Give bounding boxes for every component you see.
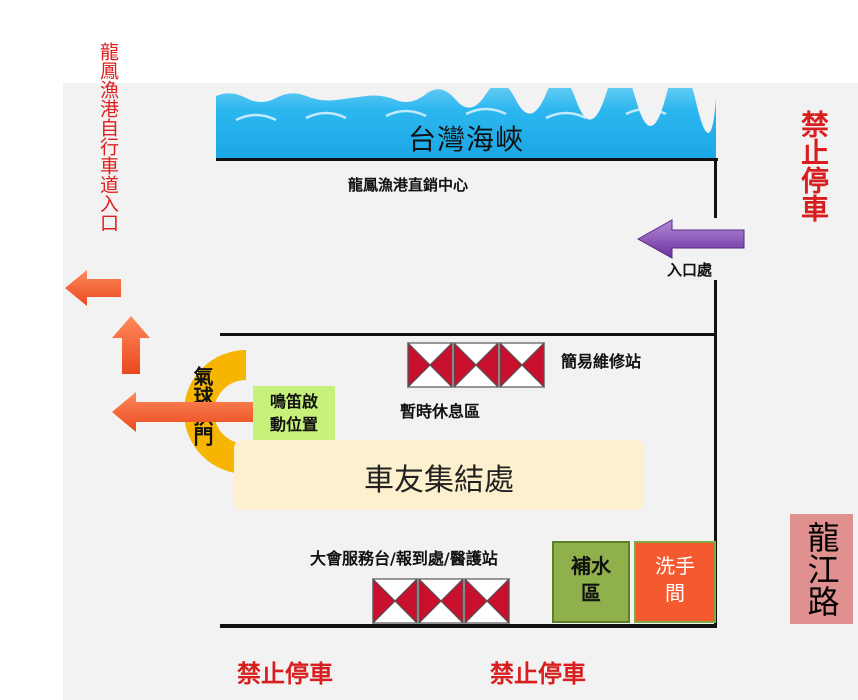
toilet-line-2: 間 — [665, 581, 685, 605]
repair-station-label: 簡易維修站 — [561, 352, 642, 371]
middle-boundary-line — [220, 333, 717, 336]
start-direction-arrow-icon — [112, 392, 256, 432]
rest-area-label: 暫時休息區 — [400, 402, 481, 421]
service-tents-icon — [372, 578, 510, 624]
restroom-label: 洗手 間 — [634, 553, 716, 607]
restroom-box — [634, 541, 716, 623]
gathering-area — [234, 440, 644, 510]
direct-sales-label: 龍鳳漁港直銷中心 — [348, 176, 469, 194]
up-arrow-icon — [112, 316, 150, 374]
no-parking-right-label: 禁止停車 — [797, 110, 830, 222]
bike-path-entry-label: 龍鳳漁港自行車道入口 — [97, 42, 119, 232]
horn-line-1: 鳴笛啟 — [269, 392, 318, 411]
horn-line-2: 動位置 — [269, 415, 318, 434]
no-parking-bottom-right-label: 禁止停車 — [490, 660, 586, 688]
right-boundary-line-upper — [714, 158, 717, 218]
sea-waves — [216, 88, 716, 160]
right-boundary-line-lower — [714, 280, 717, 628]
horn-position-box — [253, 386, 335, 440]
entrance-arrow-icon — [636, 219, 745, 259]
road-name-label: 龍江路 — [802, 521, 841, 617]
service-desk-label: 大會服務台/報到處/醫護站 — [310, 549, 498, 568]
water-line-2: 區 — [581, 581, 601, 605]
water-station-box — [552, 541, 630, 623]
sea-label: 台灣海峽 — [407, 123, 524, 156]
balloon-arch-icon — [184, 350, 246, 474]
bottom-boundary-line — [220, 624, 717, 628]
no-parking-bottom-left-label: 禁止停車 — [237, 660, 333, 688]
toilet-line-1: 洗手 — [655, 554, 695, 578]
repair-tents-icon — [407, 342, 545, 388]
water-line-1: 補水 — [571, 554, 611, 578]
top-boundary-line — [216, 158, 718, 161]
entrance-label: 入口處 — [667, 261, 713, 279]
left-arrow-icon — [65, 270, 121, 306]
gathering-area-label: 車友集結處 — [364, 463, 514, 498]
road-sign-box — [790, 514, 853, 624]
water-station-label: 補水 區 — [552, 553, 630, 607]
horn-position-label: 鳴笛啟 動位置 — [253, 390, 335, 436]
